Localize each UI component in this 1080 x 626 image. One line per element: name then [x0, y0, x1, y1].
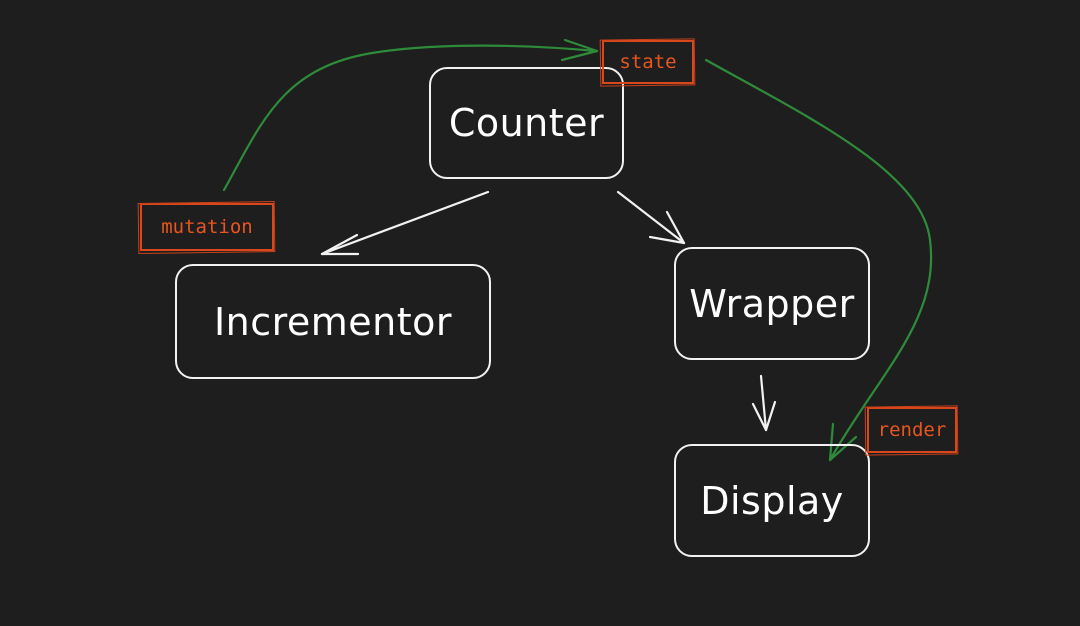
wrapper-label: Wrapper: [689, 281, 855, 326]
incrementor-label: Incrementor: [213, 299, 453, 344]
counter-node[interactable]: Counter: [429, 67, 624, 179]
render-tag: render: [867, 407, 957, 453]
edge-counter-to-wrapper: [616, 190, 686, 245]
edge-wrapper-to-display: [751, 374, 777, 432]
incrementor-node[interactable]: Incrementor: [175, 264, 491, 379]
render-tag-label: render: [877, 419, 947, 441]
mutation-tag-label: mutation: [161, 216, 253, 238]
display-node[interactable]: Display: [674, 444, 870, 557]
mutation-to-state-arrow: [222, 38, 599, 192]
state-to-display-arrow: [704, 58, 933, 462]
display-label: Display: [700, 478, 844, 523]
wrapper-node[interactable]: Wrapper: [674, 247, 870, 360]
mutation-tag: mutation: [140, 203, 274, 251]
state-tag: state: [602, 40, 694, 84]
counter-label: Counter: [448, 101, 605, 145]
edge-counter-to-incrementor: [320, 190, 490, 256]
state-tag-label: state: [619, 51, 677, 73]
